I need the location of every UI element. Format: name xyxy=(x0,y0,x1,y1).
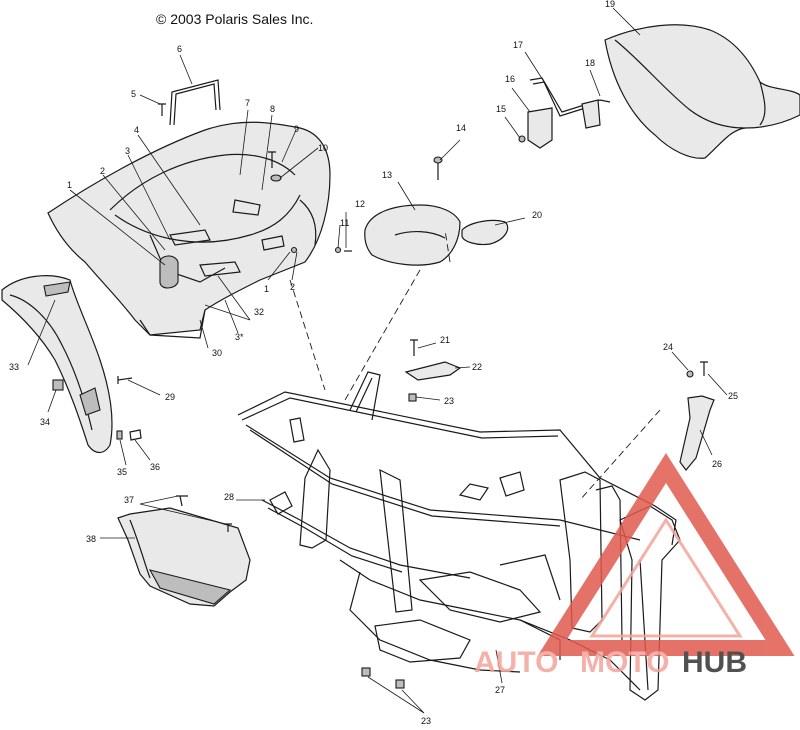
callout-numbers: 1 2 3 4 5 6 7 8 9 10 11 12 13 14 15 16 1… xyxy=(9,0,738,726)
callout-33: 33 xyxy=(9,362,19,372)
callout-37: 37 xyxy=(124,495,134,505)
leader-lines xyxy=(27,7,728,714)
callout-3: 3 xyxy=(125,146,130,156)
callout-32: 32 xyxy=(254,307,264,317)
callout-18: 18 xyxy=(585,58,595,68)
callout-29: 29 xyxy=(165,392,175,402)
callout-13: 13 xyxy=(382,170,392,180)
callout-34: 34 xyxy=(40,417,50,427)
callout-25: 25 xyxy=(728,391,738,401)
callout-2: 2 xyxy=(100,166,105,176)
callout-5: 5 xyxy=(131,89,136,99)
watermark-logo: AUTO MOTO HUB xyxy=(474,453,795,679)
mid-hardware xyxy=(404,339,462,402)
callout-11: 11 xyxy=(340,218,349,228)
assembly-lines xyxy=(289,229,661,501)
seat xyxy=(604,24,800,159)
callout-9: 9 xyxy=(294,124,299,134)
callout-23b: 23 xyxy=(421,716,431,725)
callout-3b: 3* xyxy=(235,332,244,342)
seat-latch xyxy=(518,77,611,149)
callout-6: 6 xyxy=(177,44,182,54)
callout-26: 26 xyxy=(712,459,722,469)
rear-fender-assembly xyxy=(47,121,331,339)
callout-10: 10 xyxy=(318,143,328,153)
callout-4: 4 xyxy=(134,125,139,135)
callout-14: 14 xyxy=(456,123,466,133)
footwell xyxy=(117,495,251,607)
watermark-hub: HUB xyxy=(682,646,747,679)
callout-28: 28 xyxy=(224,492,234,502)
callout-12: 12 xyxy=(355,199,365,209)
callout-22: 22 xyxy=(472,362,482,372)
watermark-moto: MOTO xyxy=(580,646,669,679)
callout-38: 38 xyxy=(86,534,96,544)
callout-36: 36 xyxy=(150,462,160,472)
callout-7: 7 xyxy=(245,98,250,108)
rack-rod xyxy=(169,79,221,126)
watermark-auto: AUTO xyxy=(474,646,558,679)
callout-1b: 1 xyxy=(264,284,269,294)
watermark-triangle xyxy=(537,453,795,656)
callout-24: 24 xyxy=(663,342,673,352)
callout-30: 30 xyxy=(212,348,222,358)
callout-27: 27 xyxy=(495,685,505,695)
left-hardware xyxy=(52,103,352,441)
callout-35: 35 xyxy=(117,467,127,477)
right-bracket xyxy=(679,361,715,471)
callout-2b: 2 xyxy=(290,282,295,292)
copyright-text: © 2003 Polaris Sales Inc. xyxy=(156,11,314,27)
side-shield xyxy=(1,275,113,454)
callout-17: 17 xyxy=(513,40,523,50)
callout-16: 16 xyxy=(505,74,515,84)
callout-1: 1 xyxy=(67,180,72,190)
main-frame xyxy=(237,371,681,701)
bottom-hardware xyxy=(361,667,405,689)
callout-19: 19 xyxy=(605,0,615,9)
callout-21: 21 xyxy=(440,335,450,345)
callout-20: 20 xyxy=(532,210,542,220)
callout-8: 8 xyxy=(270,104,275,114)
callout-23: 23 xyxy=(444,396,454,406)
storage-box xyxy=(364,156,509,266)
callout-15: 15 xyxy=(496,104,506,114)
